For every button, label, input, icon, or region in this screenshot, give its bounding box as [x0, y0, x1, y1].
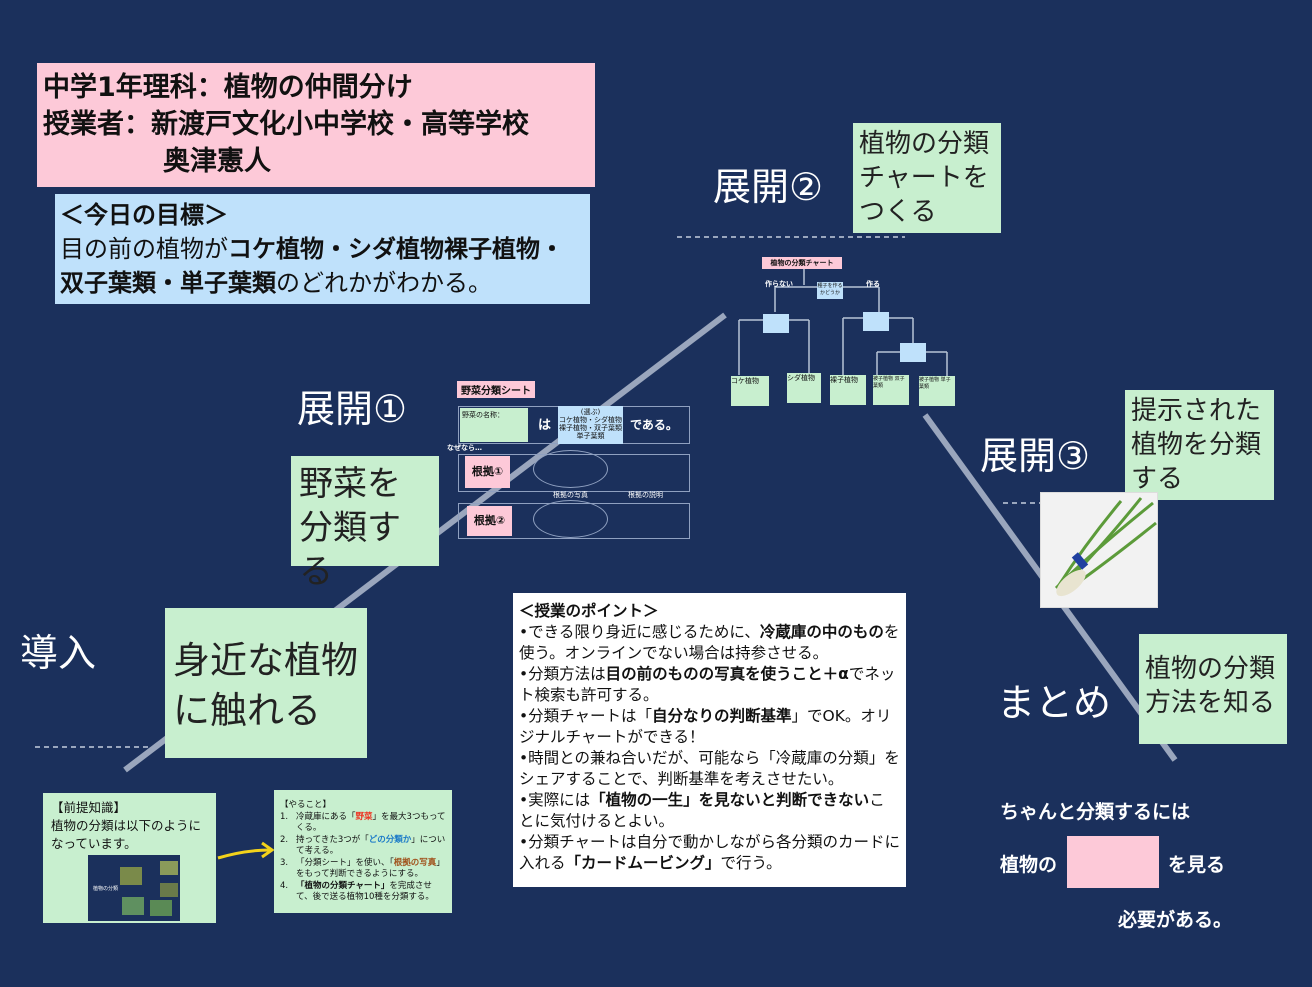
- explain-label: 根拠の説明: [628, 491, 663, 499]
- goal-text-end: のどれかがわかる。: [276, 269, 492, 297]
- point-text: ことに気付けるとよい。: [519, 791, 885, 830]
- stage-dev2: 展開②: [713, 165, 824, 209]
- stage-intro: 導入: [20, 631, 97, 675]
- chart-leaf: シダ植物: [787, 373, 821, 403]
- blank-answer-box: [1067, 836, 1159, 888]
- point-bold: 「植物の一生」を見ないと判断できない: [590, 791, 870, 809]
- todo-num: 4.: [280, 880, 289, 891]
- point-text: を使う。オンラインでない場合は持参させる。: [519, 623, 900, 662]
- todo-text: 」について考える。: [296, 834, 446, 857]
- name-label: 野菜の名称：: [460, 408, 528, 442]
- point-text: 実際には: [528, 791, 591, 809]
- goal-heading: ＜今日の目標＞: [60, 201, 228, 229]
- intro-box: 身近な植物に触れる: [165, 608, 367, 758]
- sheet-title: 野菜分類シート: [457, 381, 535, 398]
- todo-num: 1.: [280, 811, 289, 822]
- point-item: •時間との兼ね合いだが、可能なら「冷蔵庫の分類」をシェアすることで、判断基準を考…: [519, 749, 900, 788]
- stage-dev3: 展開③: [980, 434, 1091, 478]
- teacher-line: 授業者：新渡戸文化小中学校・高等学校: [43, 109, 529, 140]
- chart-leaf: 被子植物 双子葉類: [873, 375, 909, 405]
- prior-knowledge-box: 【前提知識】 植物の分類は以下のようになっています。 植物の分類: [43, 793, 216, 923]
- todo-text: を完成させて、後で送る植物10種を分類する。: [296, 880, 434, 903]
- goal-text: 目の前の植物が: [60, 235, 228, 263]
- point-text: できる限り身近に感じるために、: [528, 623, 760, 641]
- summary-note-post: を見る: [1168, 854, 1226, 876]
- point-text: 分類チャートは自分で動かしながら各分類のカードに入れる: [519, 833, 901, 872]
- dearu-text: である。: [630, 418, 678, 432]
- dev3-box: 提示された植物を分類する: [1125, 390, 1274, 500]
- todo-item: 1. 冷蔵庫にある「野菜」を最大3つもってくる。: [280, 812, 446, 835]
- reason1: 根拠①: [465, 456, 510, 488]
- todo-text: 」を最大3つもってくる。: [296, 811, 446, 834]
- green-onion-photo: [1040, 492, 1158, 608]
- chart-leaf: 裸子植物: [830, 375, 866, 405]
- title-box: 中学1年理科：植物の仲間分け 授業者：新渡戸文化小中学校・高等学校 奥津憲人: [37, 63, 595, 187]
- photo-label: 根拠の写真: [553, 491, 588, 499]
- todo-item: 4. 「植物の分類チャート」を完成させて、後で送る植物10種を分類する。: [280, 881, 446, 904]
- point-text: 分類チャートは「: [528, 707, 653, 725]
- chart-yes: 作る: [866, 280, 880, 288]
- point-item: •分類チャートは自分で動かしながら各分類のカードに入れる「カードムービング」で行…: [519, 833, 901, 872]
- classification-chart: 植物の分類チャート 種子を作るかどうか 作らない 作る コケ植物 シダ植物 裸子…: [727, 240, 960, 412]
- chart-root: 種子を作るかどうか: [817, 282, 843, 299]
- todo-heading: 【やること】: [280, 800, 332, 810]
- point-text: 時間との兼ね合いだが、可能なら「冷蔵庫の分類」をシェアすることで、判断基準を考え…: [519, 749, 900, 788]
- summary-note-line3: 必要がある。: [1118, 909, 1233, 931]
- point-bold: 目の前のものの写真を使うこと＋α: [605, 665, 849, 683]
- reason2: 根拠②: [467, 506, 512, 536]
- teacher-name: 奥津憲人: [163, 146, 271, 177]
- summary-note-pre: 植物の: [1000, 854, 1058, 876]
- prior-heading: 【前提知識】: [51, 800, 127, 815]
- prior-text: 植物の分類は以下のようになっています。: [51, 818, 202, 851]
- point-text: 」でOK。オリジナルチャートができる！: [519, 707, 892, 746]
- goal-box: ＜今日の目標＞ 目の前の植物がコケ植物・シダ植物裸子植物・双子葉類・単子葉類のど…: [55, 194, 590, 304]
- point-text: で行う。: [720, 854, 782, 872]
- point-bold: 自分なりの判断基準: [652, 707, 792, 725]
- todo-text: 」をもって判断できるようにする。: [296, 857, 445, 880]
- lesson-points-box: ＜授業のポイント＞ •できる限り身近に感じるために、冷蔵庫の中のものを使う。オン…: [513, 593, 906, 887]
- point-item: •できる限り身近に感じるために、冷蔵庫の中のものを使う。オンラインでない場合は持…: [519, 623, 900, 662]
- choices-head: (選ぶ): [580, 408, 601, 416]
- dev2-box: 植物の分類チャートをつくる: [853, 123, 1001, 233]
- point-item: •分類方法は目の前のものの写真を使うこと＋αでネット検索も許可する。: [519, 665, 896, 704]
- todo-text: 「植物の分類チャート」: [296, 880, 390, 891]
- point-text: 分類方法は: [528, 665, 606, 683]
- nazenara: なぜなら…: [447, 444, 482, 452]
- goal-bold: コケ植物・シダ植物裸子植物・双子葉類・単子葉類: [60, 235, 564, 297]
- point-text: でネット検索も許可する。: [519, 665, 896, 704]
- todo-box: 【やること】 1. 冷蔵庫にある「野菜」を最大3つもってくる。 2. 持ってきた3つ…: [274, 790, 452, 913]
- points-heading: ＜授業のポイント＞: [519, 602, 659, 620]
- stage-summary: まとめ: [997, 681, 1112, 725]
- chart-leaf: 被子植物 単子葉類: [919, 376, 955, 406]
- diagram-label: 植物の分類: [93, 886, 119, 892]
- todo-text: 冷蔵庫にある「: [296, 811, 356, 822]
- todo-item: 2. 持ってきた3つが「どの分類か」について考える。: [280, 835, 446, 858]
- prior-diagram: 植物の分類: [88, 855, 180, 921]
- point-item: •分類チャートは「自分なりの判断基準」でOK。オリジナルチャートができる！: [519, 707, 892, 746]
- wa-text: は: [538, 418, 552, 433]
- title-line: 中学1年理科：植物の仲間分け: [43, 72, 413, 103]
- todo-num: 2.: [280, 834, 289, 845]
- todo-highlight: どの分類か: [368, 834, 412, 845]
- point-bold: 「カードムービング」: [565, 854, 721, 872]
- todo-text: 持ってきた3つが「: [296, 834, 369, 845]
- summary-box: 植物の分類方法を知る: [1139, 634, 1287, 744]
- chart-no: 作らない: [765, 280, 793, 288]
- summary-note-line1: ちゃんと分類するには: [1000, 801, 1191, 823]
- chart-title: 植物の分類チャート: [762, 257, 842, 269]
- point-item: •実際には「植物の一生」を見ないと判断できないことに気付けるとよい。: [519, 791, 885, 830]
- todo-highlight: 根拠の写真: [393, 857, 437, 868]
- choices-box: (選ぶ)コケ植物・シダ植物 裸子植物・双子葉類 単子葉類: [558, 406, 623, 444]
- todo-highlight: 野菜: [355, 811, 373, 822]
- todo-item: 3. 「分類シート」を使い、「根拠の写真」をもって判断できるようにする。: [280, 858, 446, 881]
- todo-num: 3.: [280, 857, 289, 868]
- chart-leaf: コケ植物: [731, 376, 769, 406]
- choices: コケ植物・シダ植物 裸子植物・双子葉類 単子葉類: [559, 416, 622, 440]
- stage-dev1: 展開①: [297, 387, 408, 431]
- todo-text: 「分類シート」を使い、「: [296, 857, 394, 868]
- dev1-box: 野菜を分類する: [291, 456, 439, 592]
- point-bold: 冷蔵庫の中のもの: [759, 623, 884, 641]
- vegetable-sheet: 野菜分類シート 野菜の名称： は (選ぶ)コケ植物・シダ植物 裸子植物・双子葉類…: [445, 378, 695, 543]
